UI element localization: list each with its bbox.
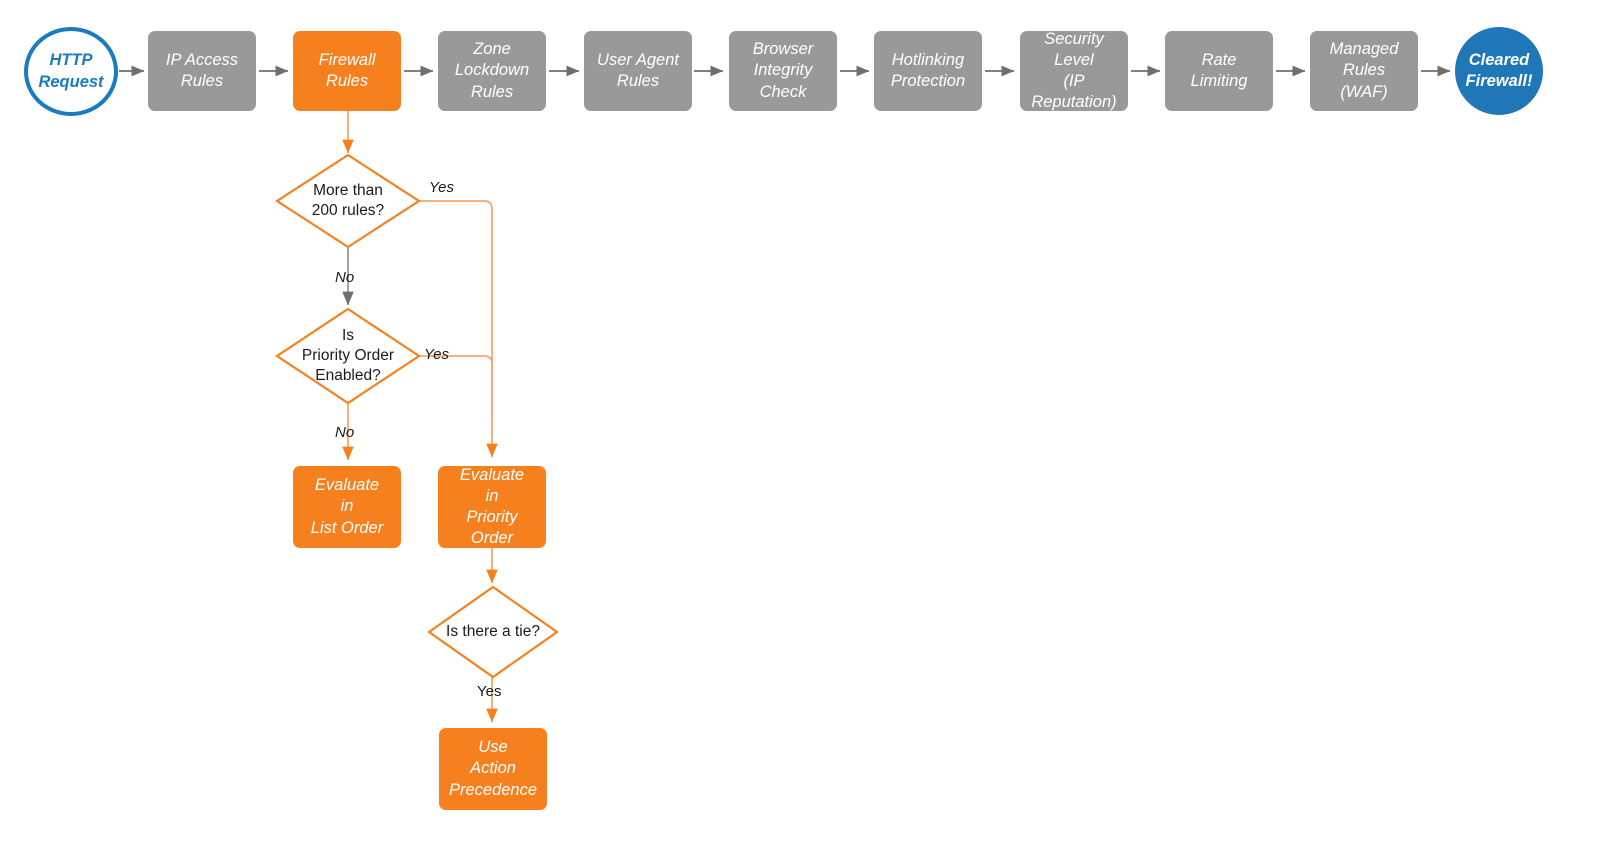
decision-more-than-200-rules-label: More than 200 rules?: [311, 181, 385, 219]
node-zone-lockdown-rules-label: Zone Lockdown Rules: [454, 40, 530, 101]
node-use-action-precedence-label: Use Action Precedence: [448, 738, 538, 799]
edge-label-more-rules-no: No: [335, 269, 355, 286]
node-cleared-firewall-label: Cleared Firewall!: [1465, 50, 1533, 90]
decision-more-than-200-rules[interactable]: More than 200 rules?: [275, 153, 421, 249]
diamond-shape: [275, 153, 421, 249]
node-zone-lockdown-rules[interactable]: Zone Lockdown Rules: [438, 31, 546, 111]
edge-label-priority-no: No: [335, 424, 355, 441]
node-cleared-firewall[interactable]: Cleared Firewall!: [1455, 27, 1543, 115]
node-firewall-rules-label: Firewall Rules: [318, 50, 376, 90]
decision-priority-order-enabled-label: Is Priority Order Enabled?: [301, 326, 395, 385]
node-browser-integrity-check-label: Browser Integrity Check: [752, 40, 814, 101]
decision-is-there-a-tie[interactable]: Is there a tie?: [427, 585, 559, 679]
node-http-request-label: HTTP Request: [38, 51, 104, 91]
node-browser-integrity-check[interactable]: Browser Integrity Check: [729, 31, 837, 111]
node-firewall-rules[interactable]: Firewall Rules: [293, 31, 401, 111]
node-hotlinking-protection-label: Hotlinking Protection: [890, 50, 966, 90]
node-use-action-precedence[interactable]: Use Action Precedence: [439, 728, 547, 810]
node-evaluate-in-list-order[interactable]: Evaluate in List Order: [293, 466, 401, 548]
node-ip-access-rules[interactable]: IP Access Rules: [148, 31, 256, 111]
node-rate-limiting[interactable]: Rate Limiting: [1165, 31, 1273, 111]
node-hotlinking-protection[interactable]: Hotlinking Protection: [874, 31, 982, 111]
node-evaluate-in-list-order-label: Evaluate in List Order: [310, 476, 384, 537]
edge-label-priority-yes: Yes: [424, 346, 450, 363]
edge-more-rules-yes: [417, 200, 498, 458]
node-ip-access-rules-label: IP Access Rules: [165, 50, 239, 90]
node-evaluate-in-priority-order-label: Evaluate in Priority Order: [459, 465, 525, 548]
node-managed-rules-waf[interactable]: Managed Rules (WAF): [1310, 31, 1418, 111]
node-security-level[interactable]: Security Level (IP Reputation): [1020, 29, 1128, 112]
node-security-level-label: Security Level (IP Reputation): [1031, 29, 1117, 112]
decision-priority-order-enabled[interactable]: Is Priority Order Enabled?: [275, 307, 421, 405]
node-http-request[interactable]: HTTP Request: [24, 27, 118, 116]
node-user-agent-rules[interactable]: User Agent Rules: [584, 31, 692, 111]
diamond-shape: [275, 307, 421, 405]
edge-label-more-rules-yes: Yes: [429, 179, 455, 196]
edge-priority-yes: [417, 355, 493, 420]
edge-label-tie-yes: Yes: [477, 683, 502, 700]
node-user-agent-rules-label: User Agent Rules: [597, 50, 679, 90]
diamond-shape: [427, 585, 559, 679]
node-managed-rules-waf-label: Managed Rules (WAF): [1329, 40, 1399, 101]
node-evaluate-in-priority-order[interactable]: Evaluate in Priority Order: [438, 466, 546, 548]
decision-is-there-a-tie-label: Is there a tie?: [446, 622, 540, 640]
node-rate-limiting-label: Rate Limiting: [1190, 50, 1248, 90]
